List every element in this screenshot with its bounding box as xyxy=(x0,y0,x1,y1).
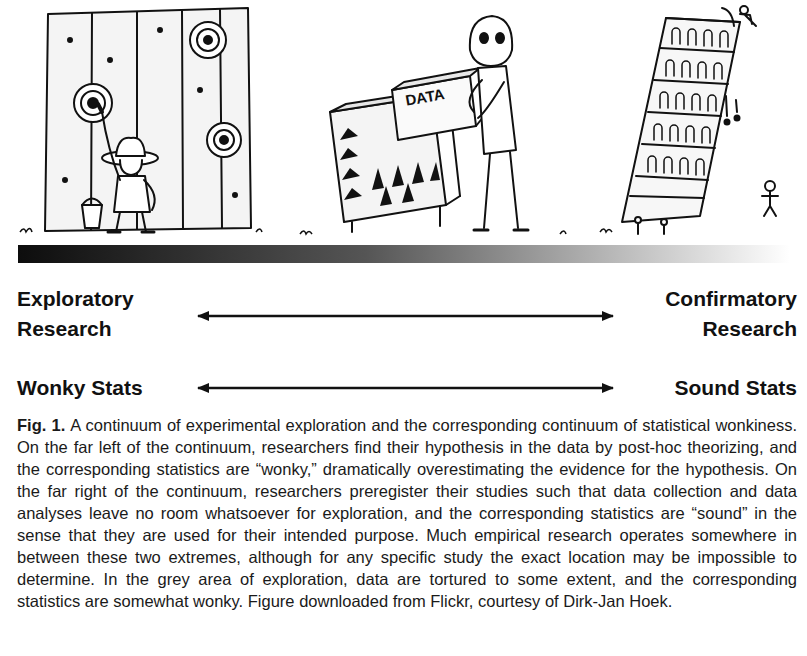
caption-block: Fig. 1.A continuum of experimental explo… xyxy=(17,414,797,612)
axis-label: Confirmatory Research xyxy=(622,284,797,344)
figure-number: Fig. 1. xyxy=(17,416,65,434)
caption-text: A continuum of experimental exploration … xyxy=(17,416,797,610)
gradient-bar xyxy=(18,245,790,263)
axis-label: Exploratory Research xyxy=(17,284,187,344)
axis-label: Sound Stats xyxy=(674,373,797,403)
axis-label: Wonky Stats xyxy=(17,373,143,403)
double-arrow xyxy=(198,387,613,390)
double-arrow xyxy=(198,315,613,318)
